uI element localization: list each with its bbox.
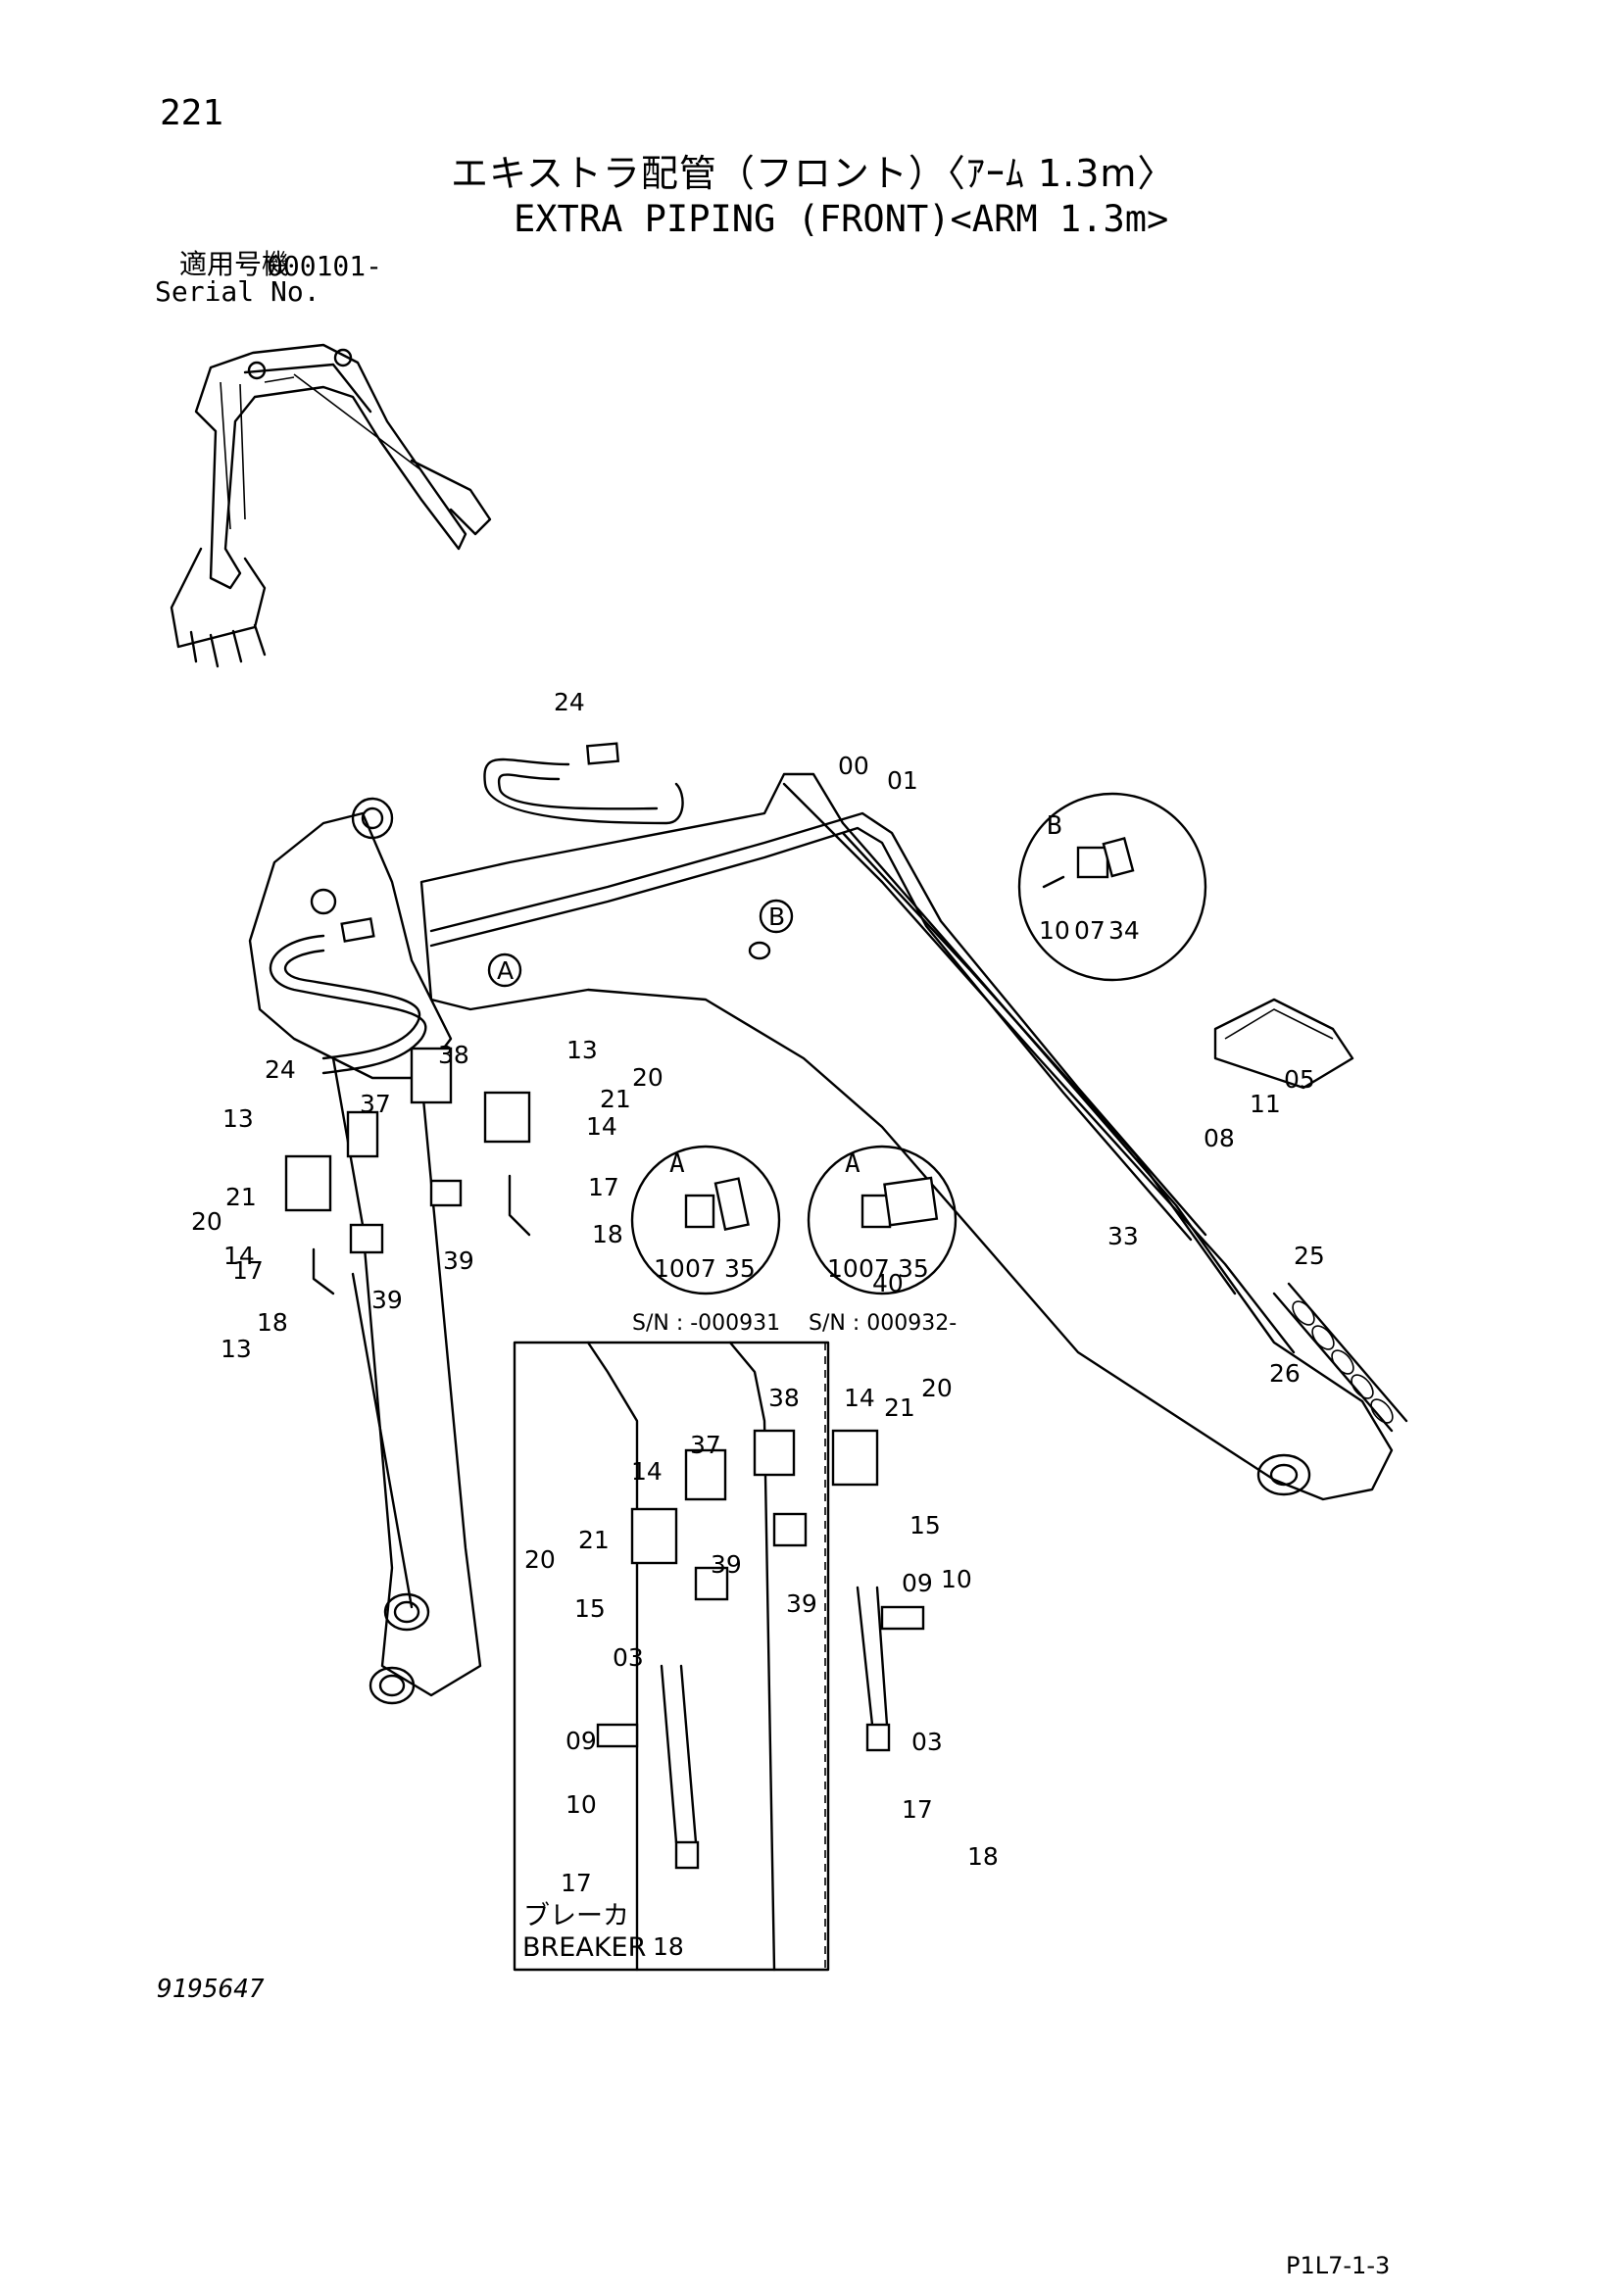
detail-a-late-label: A: [845, 1149, 860, 1179]
callout-15: 15: [909, 1511, 941, 1539]
detail-circle-a-late: [807, 1145, 958, 1295]
callout-37: 37: [690, 1431, 721, 1459]
callout-14: 14: [223, 1242, 255, 1270]
callout-18: 18: [967, 1842, 999, 1871]
callout-10: 10: [827, 1254, 859, 1283]
detail-circle-b: [1017, 792, 1207, 982]
callout-07: 07: [685, 1254, 716, 1283]
callout-21: 21: [884, 1393, 915, 1422]
callout-09: 09: [902, 1569, 933, 1597]
breaker-label-japanese: ブレーカ: [523, 1901, 629, 1931]
detail-b-label: B: [1047, 811, 1062, 841]
hose-24: [269, 742, 684, 1075]
callout-39: 39: [711, 1550, 742, 1579]
title-japanese: エキストラ配管（フロント）〈ｱｰﾑ 1.3m〉: [451, 152, 1176, 195]
callout-17: 17: [232, 1256, 264, 1285]
detail-circle-a-early: [630, 1145, 781, 1295]
callout-13: 13: [566, 1036, 598, 1064]
callout-14: 14: [586, 1112, 617, 1141]
callout-21: 21: [600, 1085, 631, 1113]
callout-26: 26: [1269, 1359, 1301, 1388]
callout-10: 10: [941, 1565, 972, 1593]
callout-39: 39: [786, 1589, 817, 1618]
detail-a-early-label: A: [669, 1149, 685, 1179]
callout-38: 38: [768, 1384, 800, 1412]
page-number: 221: [160, 93, 224, 133]
callout-10: 10: [1039, 916, 1070, 945]
callout-25: 25: [1294, 1242, 1325, 1270]
callout-00: 00: [838, 752, 869, 780]
callout-21: 21: [225, 1183, 257, 1211]
callout-24: 24: [265, 1055, 296, 1084]
callout-18: 18: [257, 1308, 288, 1337]
callout-20: 20: [632, 1063, 664, 1092]
pipes-00-01: [429, 811, 1207, 1242]
callout-14: 14: [844, 1384, 875, 1412]
fittings-main-view: [284, 1047, 531, 1295]
callout-17: 17: [588, 1173, 619, 1201]
callout-labels: 2424000105110833252613131320202020212121…: [191, 688, 1325, 1961]
callout-11: 11: [1250, 1090, 1281, 1118]
callout-13: 13: [222, 1104, 254, 1133]
callout-18: 18: [592, 1220, 623, 1248]
reference-circle-a: [487, 953, 522, 988]
serial-label-english: Serial No.: [155, 275, 320, 308]
callout-03: 03: [911, 1728, 943, 1756]
callout-17: 17: [902, 1795, 933, 1824]
boom-assembly: [419, 772, 1394, 1501]
callout-17: 17: [561, 1869, 592, 1897]
cover-plate-05: [1213, 998, 1354, 1090]
hose-25-bundle: [1272, 1282, 1408, 1433]
callout-07: 07: [1074, 916, 1106, 945]
document-number: 9195647: [157, 1975, 265, 2004]
callout-20: 20: [524, 1545, 556, 1574]
reference-circle-b: [759, 899, 794, 934]
callout-39: 39: [443, 1246, 474, 1275]
excavator-overview-illustration: [170, 343, 492, 668]
reference-letter-b: B: [768, 903, 785, 931]
callout-21: 21: [578, 1526, 610, 1554]
reference-letter-a: A: [497, 956, 514, 985]
arm-assembly: [248, 797, 482, 1705]
callout-01: 01: [887, 766, 918, 795]
callout-33: 33: [1107, 1222, 1139, 1250]
callout-08: 08: [1204, 1124, 1235, 1152]
title-english: EXTRA PIPING (FRONT)<ARM 1.3m>: [514, 198, 1169, 240]
page-code: P1L7-1-3: [1286, 2252, 1391, 2279]
callout-40: 40: [872, 1269, 904, 1297]
breaker-inset-box: [513, 1341, 925, 1972]
serial-label-japanese: 適用号機: [179, 248, 290, 280]
callout-38: 38: [438, 1041, 469, 1069]
callout-39: 39: [371, 1286, 403, 1314]
callout-05: 05: [1284, 1065, 1315, 1094]
callout-13: 13: [221, 1335, 252, 1363]
callout-14: 14: [631, 1457, 663, 1486]
callout-10: 10: [565, 1790, 597, 1819]
callout-03: 03: [613, 1643, 644, 1672]
callout-20: 20: [191, 1207, 222, 1236]
callout-18: 18: [653, 1932, 684, 1961]
serial-value: 000101-: [267, 250, 383, 282]
callout-09: 09: [565, 1727, 597, 1755]
callout-37: 37: [360, 1090, 391, 1118]
callout-20: 20: [921, 1374, 953, 1402]
serial-range-early: S/N : -000931: [632, 1311, 781, 1336]
callout-34: 34: [1108, 916, 1140, 945]
callout-15: 15: [574, 1594, 606, 1623]
serial-range-late: S/N : 000932-: [809, 1311, 958, 1336]
callout-10: 10: [654, 1254, 685, 1283]
callout-35: 35: [898, 1254, 929, 1283]
callout-35: 35: [724, 1254, 756, 1283]
callout-24: 24: [554, 688, 585, 716]
breaker-label-english: BREAKER: [522, 1932, 647, 1963]
callout-07: 07: [859, 1254, 890, 1283]
